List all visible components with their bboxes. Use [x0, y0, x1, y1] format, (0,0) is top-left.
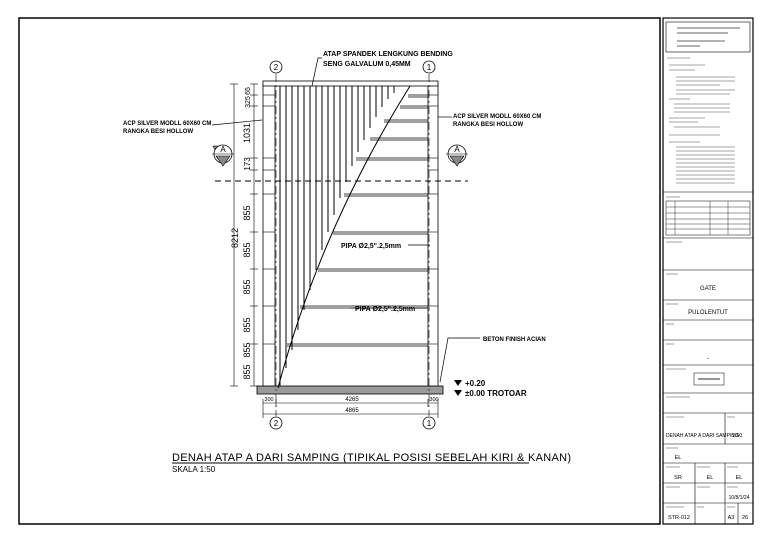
- vdim-10: 855: [242, 364, 252, 379]
- tb-header-box: [665, 21, 751, 53]
- grid-bubble-bottom-1: [422, 416, 436, 430]
- level-label-1: +0.20: [465, 379, 486, 388]
- vdim-5: 855: [242, 205, 252, 220]
- column-right-segments: [428, 94, 438, 345]
- base-slab: [256, 385, 444, 395]
- tb-separators: [663, 237, 753, 504]
- vdim-7: 855: [242, 279, 252, 294]
- tb-dash: -: [707, 356, 709, 362]
- note-roof-material: SENG GALVALUM 0,45MM: [323, 61, 411, 68]
- vdim-1: 65: [245, 87, 252, 95]
- tb-location: PULOLENTUT: [688, 310, 728, 316]
- tb-notes-lines: [667, 57, 735, 184]
- section-marker-right-label: A: [454, 145, 460, 154]
- title-block-frame: [662, 17, 754, 525]
- tb-sheet-no: 26: [742, 515, 748, 521]
- level-marker-2: [454, 390, 462, 396]
- grid-label-bottom-2: 2: [274, 419, 279, 428]
- vdim-9: 855: [242, 342, 252, 357]
- section-marker-right: A: [446, 144, 468, 167]
- tb-sr: SR: [674, 475, 682, 481]
- grid-bubble-top-2: [269, 60, 283, 74]
- section-marker-left: A: [212, 144, 234, 167]
- vdim-2: 325: [245, 96, 252, 108]
- note-acp-right-1: ACP SILVER MODLL 60X60 CM: [453, 114, 541, 120]
- tb-el-1: EL: [675, 455, 682, 461]
- title-block: GATE PULOLENTUT - DENAH ATAP A DARI SAMP…: [663, 21, 753, 524]
- tb-sheet-scale: 1:50: [732, 433, 743, 439]
- vdim-3: 1031: [242, 123, 252, 143]
- grid-bubble-top-1: [422, 60, 436, 74]
- grid-label-top-1: 1: [427, 63, 432, 72]
- vdim-8: 855: [242, 317, 252, 332]
- vdim-4: 173: [243, 157, 252, 171]
- horizontal-dimension-chain: 300 4265 300 4865: [262, 397, 439, 418]
- column-left: [262, 83, 276, 387]
- vdim-6: 855: [242, 242, 252, 257]
- hdim-2: 4265: [345, 397, 359, 403]
- note-acp-left-1: ACP SILVER MODLL 60X60 CM: [123, 121, 211, 127]
- section-marker-left-label: A: [220, 145, 226, 154]
- grid-label-top-2: 2: [274, 63, 279, 72]
- hdim-1: 300: [264, 397, 273, 403]
- tb-drawing-no: STR-012: [668, 515, 690, 521]
- roof-elevation-drawing: 2 1 2 1 A A: [123, 51, 546, 430]
- column-left-segments: [263, 94, 275, 345]
- vdim-total: 8212: [230, 228, 240, 248]
- tb-gate: GATE: [700, 286, 716, 292]
- grid-label-bottom-1: 1: [427, 419, 432, 428]
- note-roof: ATAP SPANDEK LENGKUNG BENDING: [323, 51, 453, 58]
- tb-sheet-title: DENAH ATAP A DARI SAMPING: [666, 433, 739, 439]
- tb-el-3: EL: [736, 475, 743, 481]
- column-right: [427, 83, 439, 387]
- annotation-leaders: [211, 57, 480, 383]
- drawing-scale: SKALA 1:50: [172, 465, 216, 474]
- tb-revision-table: [665, 200, 751, 236]
- note-pipe-2: PIPA Ø2,5".2,5mm: [355, 306, 415, 313]
- top-beam: [262, 80, 439, 87]
- roof-edge-curve: [277, 85, 411, 389]
- drawing-frame: [18, 17, 661, 525]
- hdim-total: 4865: [345, 408, 359, 414]
- note-pipe-1: PIPA Ø2,5".2,5mm: [341, 243, 401, 250]
- note-acp-left-2: RANGKA BESI HOLLOW: [123, 129, 193, 135]
- roof-sheet-lines: [279, 86, 395, 386]
- tb-header-lines: [677, 27, 740, 47]
- note-acp-right-2: RANGKA BESI HOLLOW: [453, 122, 523, 128]
- level-marker-1: [454, 380, 462, 386]
- tb-date: 10/8/1/24: [729, 495, 750, 501]
- hdim-3: 300: [429, 397, 438, 403]
- tb-el-2: EL: [707, 475, 714, 481]
- note-beton: BETON FINISH ACIAN: [483, 337, 546, 343]
- vertical-dimension-chain: 65 325 1031 173 855 855 855 855 855 855 …: [230, 83, 258, 387]
- grid-bubble-bottom-2: [269, 416, 283, 430]
- drawing-title: DENAH ATAP A DARI SAMPING (TIPIKAL POSIS…: [172, 452, 571, 464]
- level-label-2: ±0.00 TROTOAR: [465, 389, 527, 398]
- tb-paper: A3: [728, 515, 735, 521]
